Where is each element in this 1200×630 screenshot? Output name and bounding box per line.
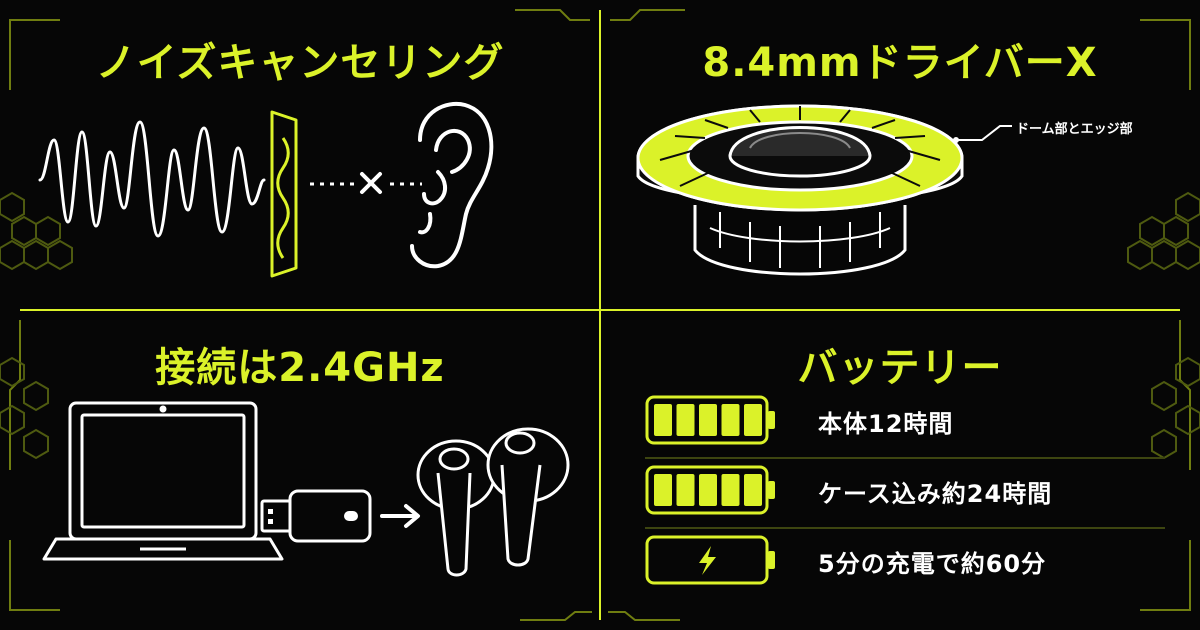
battery-charging-icon <box>645 535 775 585</box>
arrow-right-icon <box>380 504 420 528</box>
battery-segment <box>654 404 672 436</box>
speaker-driver-icon <box>636 104 1012 276</box>
battery-segment <box>676 474 695 506</box>
battery-item: 本体12時間 <box>645 391 1165 451</box>
battery-item-label: ケース込み約24時間 <box>818 480 1053 508</box>
battery-divider <box>645 457 1165 459</box>
usb-dongle-icon <box>260 489 372 543</box>
panel-title: 8.4mmドライバーX <box>702 40 1098 86</box>
panel-battery: バッテリー 本体12時間 ケース込み約24時間 5分の充電で約60分 <box>600 315 1200 630</box>
panel-title: バッテリー <box>797 345 1003 391</box>
panel-driver: 8.4mmドライバーX <box>600 0 1200 315</box>
x-mark-icon <box>360 172 382 194</box>
panel-noise-cancelling: ノイズキャンセリング <box>0 0 600 315</box>
ear-icon <box>410 101 494 269</box>
connection-illustration <box>42 401 570 577</box>
battery-segment <box>676 404 695 436</box>
earbuds-icon <box>416 427 570 577</box>
noise-cancel-illustration <box>38 101 494 278</box>
driver-callout-label: ドーム部とエッジ部 <box>1016 122 1133 137</box>
panel-title: 接続は2.4GHz <box>155 345 445 391</box>
battery-segment <box>654 474 672 506</box>
battery-segment <box>721 404 740 436</box>
hexagon-pattern-left <box>0 191 73 460</box>
sound-wave-icon <box>38 120 266 238</box>
battery-item-label: 5分の充電で約60分 <box>818 550 1047 578</box>
lightning-icon <box>699 546 716 575</box>
laptop-icon <box>42 401 284 561</box>
battery-item-label: 本体12時間 <box>818 410 954 438</box>
battery-full-icon <box>645 465 775 515</box>
hexagon-pattern-right <box>1127 191 1200 460</box>
cancel-wave-icon <box>270 110 298 278</box>
panel-divider <box>20 10 1180 620</box>
battery-full-icon <box>645 395 775 445</box>
battery-item: 5分の充電で約60分 <box>645 531 1165 591</box>
battery-segment <box>699 404 717 436</box>
battery-segment <box>721 474 740 506</box>
panel-title: ノイズキャンセリング <box>95 40 505 86</box>
battery-segment <box>744 404 762 436</box>
battery-divider <box>645 527 1165 529</box>
battery-segment <box>744 474 762 506</box>
battery-segment <box>699 474 717 506</box>
panel-connection: 接続は2.4GHz <box>0 315 600 630</box>
battery-item: ケース込み約24時間 <box>645 461 1165 521</box>
